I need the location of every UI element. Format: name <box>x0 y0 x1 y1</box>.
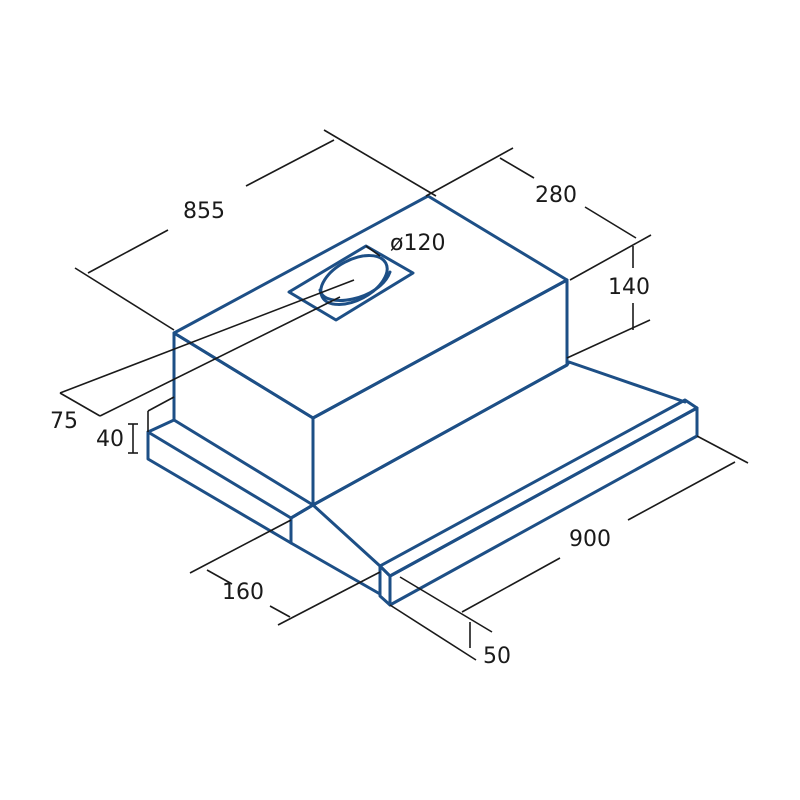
body-right-face <box>311 278 569 507</box>
dim-160-ext-right <box>277 571 381 626</box>
visor-bar-end <box>378 564 392 607</box>
dim-855-ext-right <box>323 129 437 197</box>
dim-280-ext-bottom <box>569 234 652 281</box>
dim-900-line-right <box>627 461 736 521</box>
duct-collar <box>319 254 389 306</box>
label-height-body: 140 <box>608 275 650 300</box>
dim-280-line-bottom <box>584 206 637 239</box>
dim-900-ext-right <box>696 435 749 464</box>
dim-160-ext-left <box>189 519 292 574</box>
dim-120-leader <box>365 245 381 257</box>
dim-75-tick <box>59 392 101 417</box>
dimension-lines <box>59 129 749 661</box>
dim-900-ext-left <box>389 604 477 661</box>
duct-plate <box>287 244 415 322</box>
dim-280-line-top <box>499 157 535 179</box>
tray-bottom <box>289 541 382 596</box>
dim-855-ext-left <box>74 267 175 331</box>
dim-140-ext-bottom <box>566 319 651 359</box>
visor-bar-top <box>378 398 699 578</box>
dim-855-line-right <box>245 139 335 187</box>
duct-collar-side <box>318 270 392 302</box>
label-width-top: 855 <box>183 199 225 224</box>
dim-855-line-left <box>87 229 169 274</box>
base-plate-left <box>146 418 315 520</box>
base-plate-left-front <box>146 430 293 545</box>
dim-75-line-b <box>99 296 341 417</box>
label-front-offset: 160 <box>222 580 264 605</box>
dim-40-ext-top <box>147 396 175 412</box>
dim-900-line-left <box>461 557 561 613</box>
dim-280-ext-top <box>425 147 514 197</box>
dimension-labels: 855 280 ø120 140 75 40 160 900 50 <box>50 183 650 669</box>
label-offset-side: 75 <box>50 409 78 434</box>
dim-75-line-a <box>59 279 355 394</box>
tray-top <box>289 360 687 520</box>
hood-outline <box>146 194 699 607</box>
dim-160-line-right <box>269 605 291 618</box>
label-duct-diameter: ø120 <box>390 231 445 256</box>
label-panel-depth: 50 <box>483 644 511 669</box>
label-width-front: 900 <box>569 527 611 552</box>
label-base-height: 40 <box>96 427 124 452</box>
dim-160-line-left <box>206 569 233 585</box>
label-depth-top: 280 <box>535 183 577 208</box>
dim-50-ext <box>399 576 493 633</box>
tray-inner-edge <box>311 503 382 568</box>
body-top-face <box>172 194 569 420</box>
body-front-face <box>172 331 315 507</box>
